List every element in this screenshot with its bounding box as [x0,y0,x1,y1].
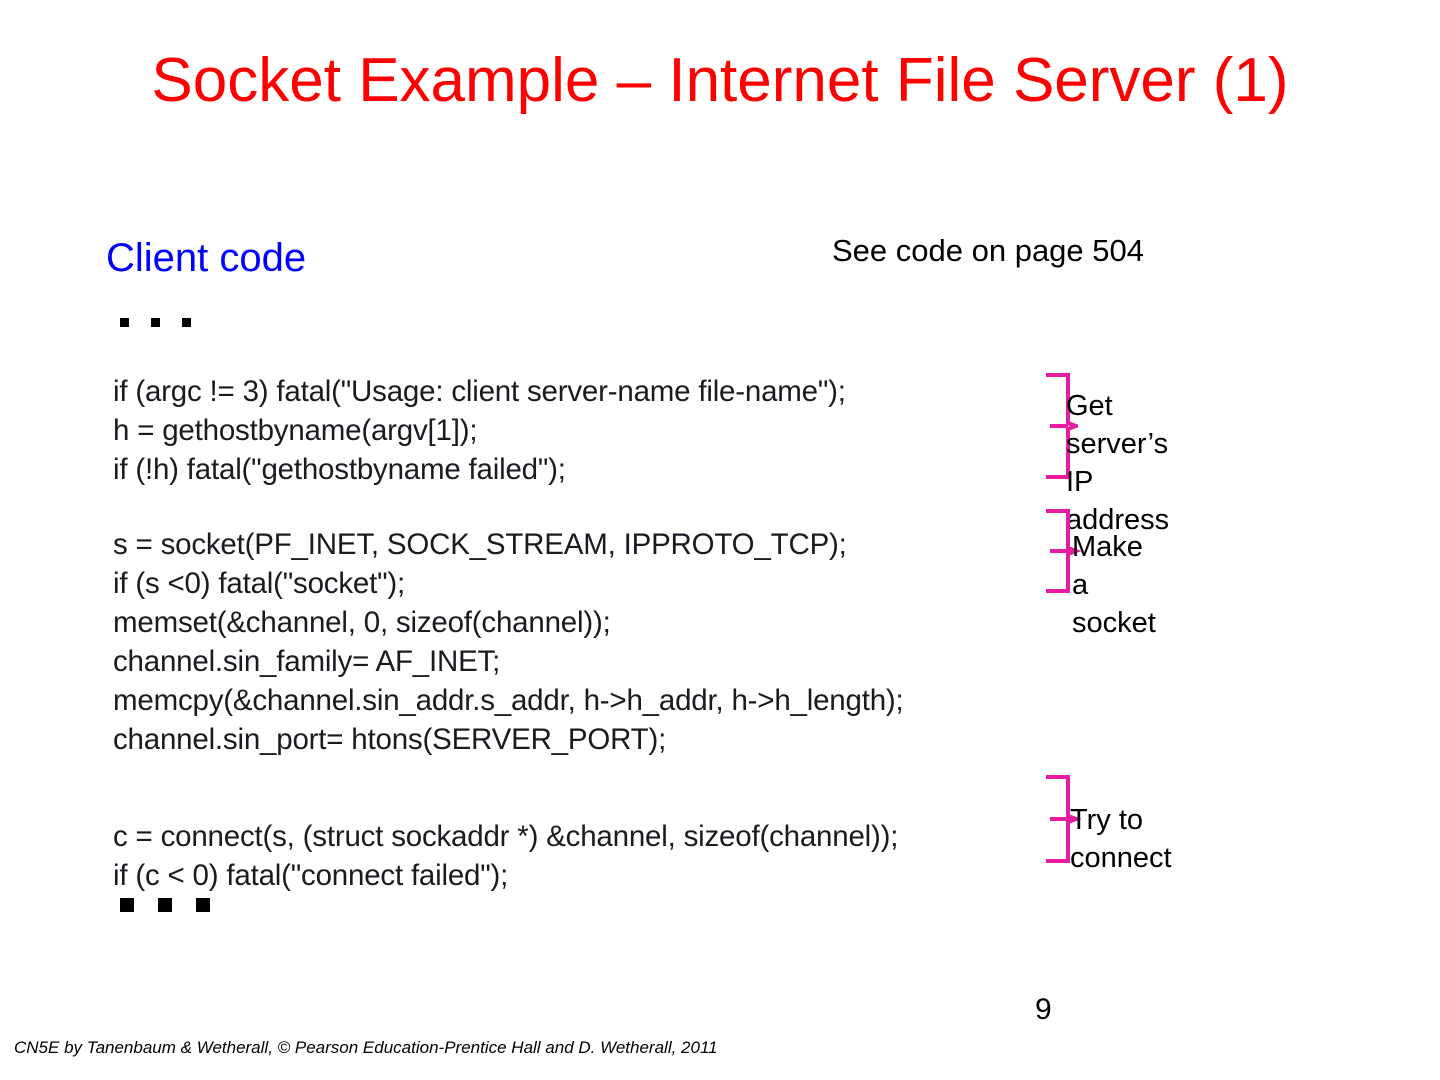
annotation-label: Make a socket [1072,531,1156,639]
code-line: channel.sin_family= AF_INET; [113,645,501,678]
annotation-label: Try to connect [1070,804,1172,874]
code-line: if (c < 0) fatal("connect failed"); [113,859,509,892]
see-code-note: See code on page 504 [832,233,1144,268]
code-block-get-host: if (argc != 3) fatal("Usage: client serv… [113,372,1043,489]
ellipsis-bottom [120,898,210,912]
ellipsis-dot [120,318,129,327]
ellipsis-dot [158,898,172,912]
code-line: if (s <0) fatal("socket"); [113,567,405,600]
page-title: Socket Example – Internet File Server (1… [151,46,1289,115]
code-line: c = connect(s, (struct sockaddr *) &chan… [113,820,899,853]
code-line: h = gethostbyname(argv[1]); [113,414,478,447]
ellipsis-dot [120,898,134,912]
curly-brace-icon [1046,509,1082,593]
code-listing: if (argc != 3) fatal("Usage: client serv… [113,372,1043,895]
code-line: memset(&channel, 0, sizeof(channel)); [113,606,611,639]
page-number: 9 [1035,993,1052,1026]
code-line: channel.sin_port= htons(SERVER_PORT); [113,723,667,756]
code-line: if (argc != 3) fatal("Usage: client serv… [113,375,846,408]
code-block-make-socket: s = socket(PF_INET, SOCK_STREAM, IPPROTO… [113,525,1043,759]
ellipsis-dot [151,318,160,327]
code-line: memcpy(&channel.sin_addr.s_addr, h->h_ad… [113,684,904,717]
annotation-label: Get server’s IP address [1066,390,1170,536]
footer-credit: CN5E by Tanenbaum & Wetherall, © Pearson… [14,1038,718,1057]
ellipsis-dot [196,898,210,912]
code-block-connect: c = connect(s, (struct sockaddr *) &chan… [113,817,1043,895]
curly-brace-icon [1046,775,1082,863]
ellipsis-top [120,318,191,327]
code-line: s = socket(PF_INET, SOCK_STREAM, IPPROTO… [113,528,847,561]
code-line: if (!h) fatal("gethostbyname failed"); [113,453,566,486]
ellipsis-dot [182,318,191,327]
curly-brace-icon [1046,373,1078,479]
client-code-heading: Client code [106,236,307,280]
